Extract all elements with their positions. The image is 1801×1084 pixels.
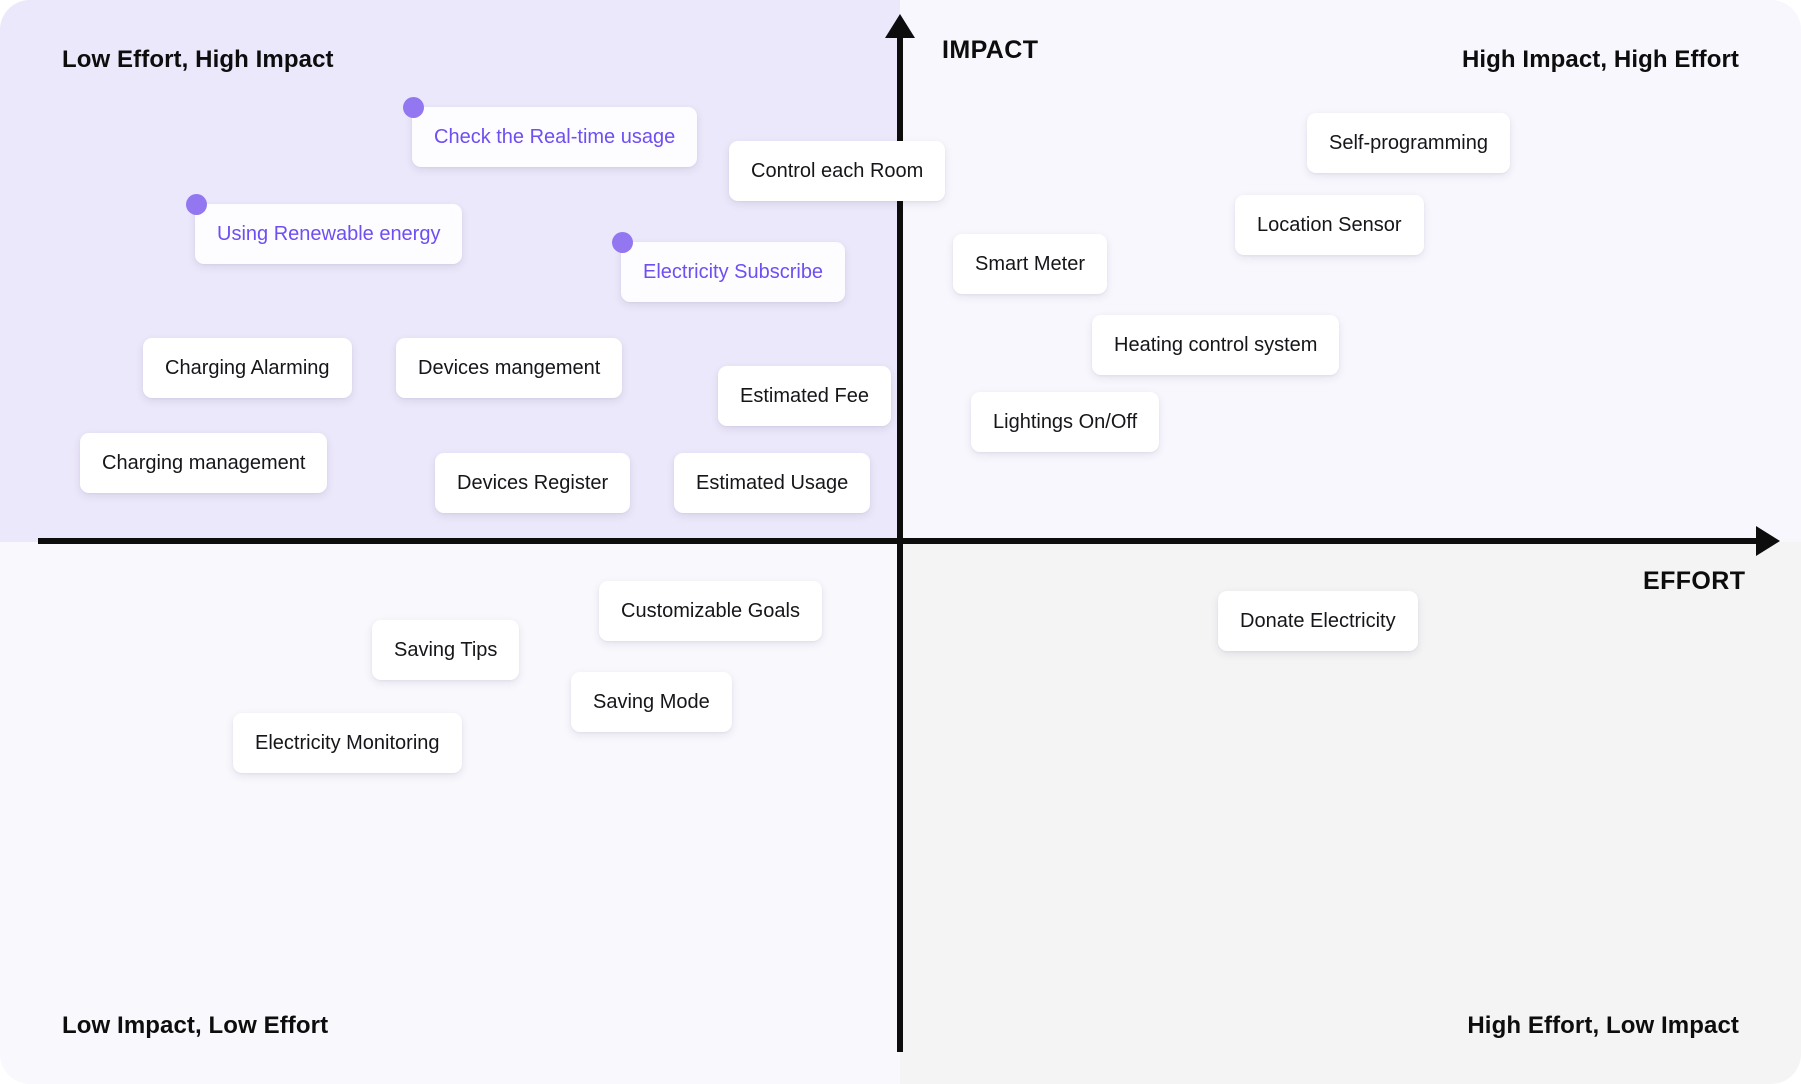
idea-card-label: Charging management <box>102 451 306 474</box>
idea-card[interactable]: Electricity Monitoring <box>233 713 462 773</box>
idea-card-label: Devices Register <box>457 471 609 494</box>
idea-card[interactable]: Charging Alarming <box>143 338 352 398</box>
idea-card[interactable]: Saving Tips <box>372 620 520 680</box>
idea-card[interactable]: Smart Meter <box>953 234 1108 294</box>
idea-card[interactable]: Customizable Goals <box>599 581 822 641</box>
idea-card-label: Saving Tips <box>394 638 498 661</box>
quadrant-caption-bottom-left: Low Impact, Low Effort <box>62 1012 329 1039</box>
idea-card-label: Customizable Goals <box>621 599 800 622</box>
idea-card[interactable]: Donate Electricity <box>1218 591 1418 651</box>
idea-card-label: Lightings On/Off <box>993 410 1138 433</box>
idea-card-label: Control each Room <box>751 159 924 182</box>
idea-card-label: Check the Real-time usage <box>434 125 676 148</box>
effort-axis-label: EFFORT <box>1643 567 1746 595</box>
idea-card-label: Charging Alarming <box>165 356 330 379</box>
quadrant-caption-top-left: Low Effort, High Impact <box>62 46 334 73</box>
idea-card[interactable]: Using Renewable energy <box>186 194 463 264</box>
idea-card[interactable]: Lightings On/Off <box>971 392 1160 452</box>
idea-card[interactable]: Location Sensor <box>1235 195 1424 255</box>
idea-card-label: Location Sensor <box>1257 213 1402 236</box>
idea-card[interactable]: Saving Mode <box>571 672 732 732</box>
quadrant-caption-bottom-right: High Effort, Low Impact <box>1467 1012 1739 1039</box>
idea-card[interactable]: Devices Register <box>435 453 631 513</box>
highlight-dot-icon <box>186 194 207 215</box>
idea-card-label: Saving Mode <box>593 690 710 713</box>
idea-card[interactable]: Estimated Usage <box>674 453 871 513</box>
idea-card[interactable]: Check the Real-time usage <box>403 97 698 167</box>
idea-card-label: Donate Electricity <box>1240 609 1396 632</box>
idea-card[interactable]: Self-programming <box>1307 113 1510 173</box>
idea-card[interactable]: Devices mangement <box>396 338 623 398</box>
idea-card-label: Devices mangement <box>418 356 601 379</box>
idea-card-label: Self-programming <box>1329 131 1488 154</box>
idea-card-label: Electricity Monitoring <box>255 731 440 754</box>
highlight-dot-icon <box>403 97 424 118</box>
idea-card[interactable]: Electricity Subscribe <box>612 232 846 302</box>
idea-card-label: Heating control system <box>1114 333 1318 356</box>
highlight-dot-icon <box>612 232 633 253</box>
idea-card[interactable]: Control each Room <box>729 141 946 201</box>
quadrant-caption-top-right: High Impact, High Effort <box>1461 46 1739 73</box>
impact-axis-label: IMPACT <box>942 36 1039 64</box>
idea-card-label: Electricity Subscribe <box>643 260 824 283</box>
idea-card-label: Smart Meter <box>975 252 1086 275</box>
idea-card-label: Using Renewable energy <box>217 222 441 245</box>
impact-axis-line <box>885 14 915 1052</box>
idea-card[interactable]: Heating control system <box>1092 315 1340 375</box>
idea-card[interactable]: Charging management <box>80 433 328 493</box>
idea-card-label: Estimated Fee <box>740 384 869 407</box>
idea-card[interactable]: Estimated Fee <box>718 366 891 426</box>
idea-card-label: Estimated Usage <box>696 471 849 494</box>
